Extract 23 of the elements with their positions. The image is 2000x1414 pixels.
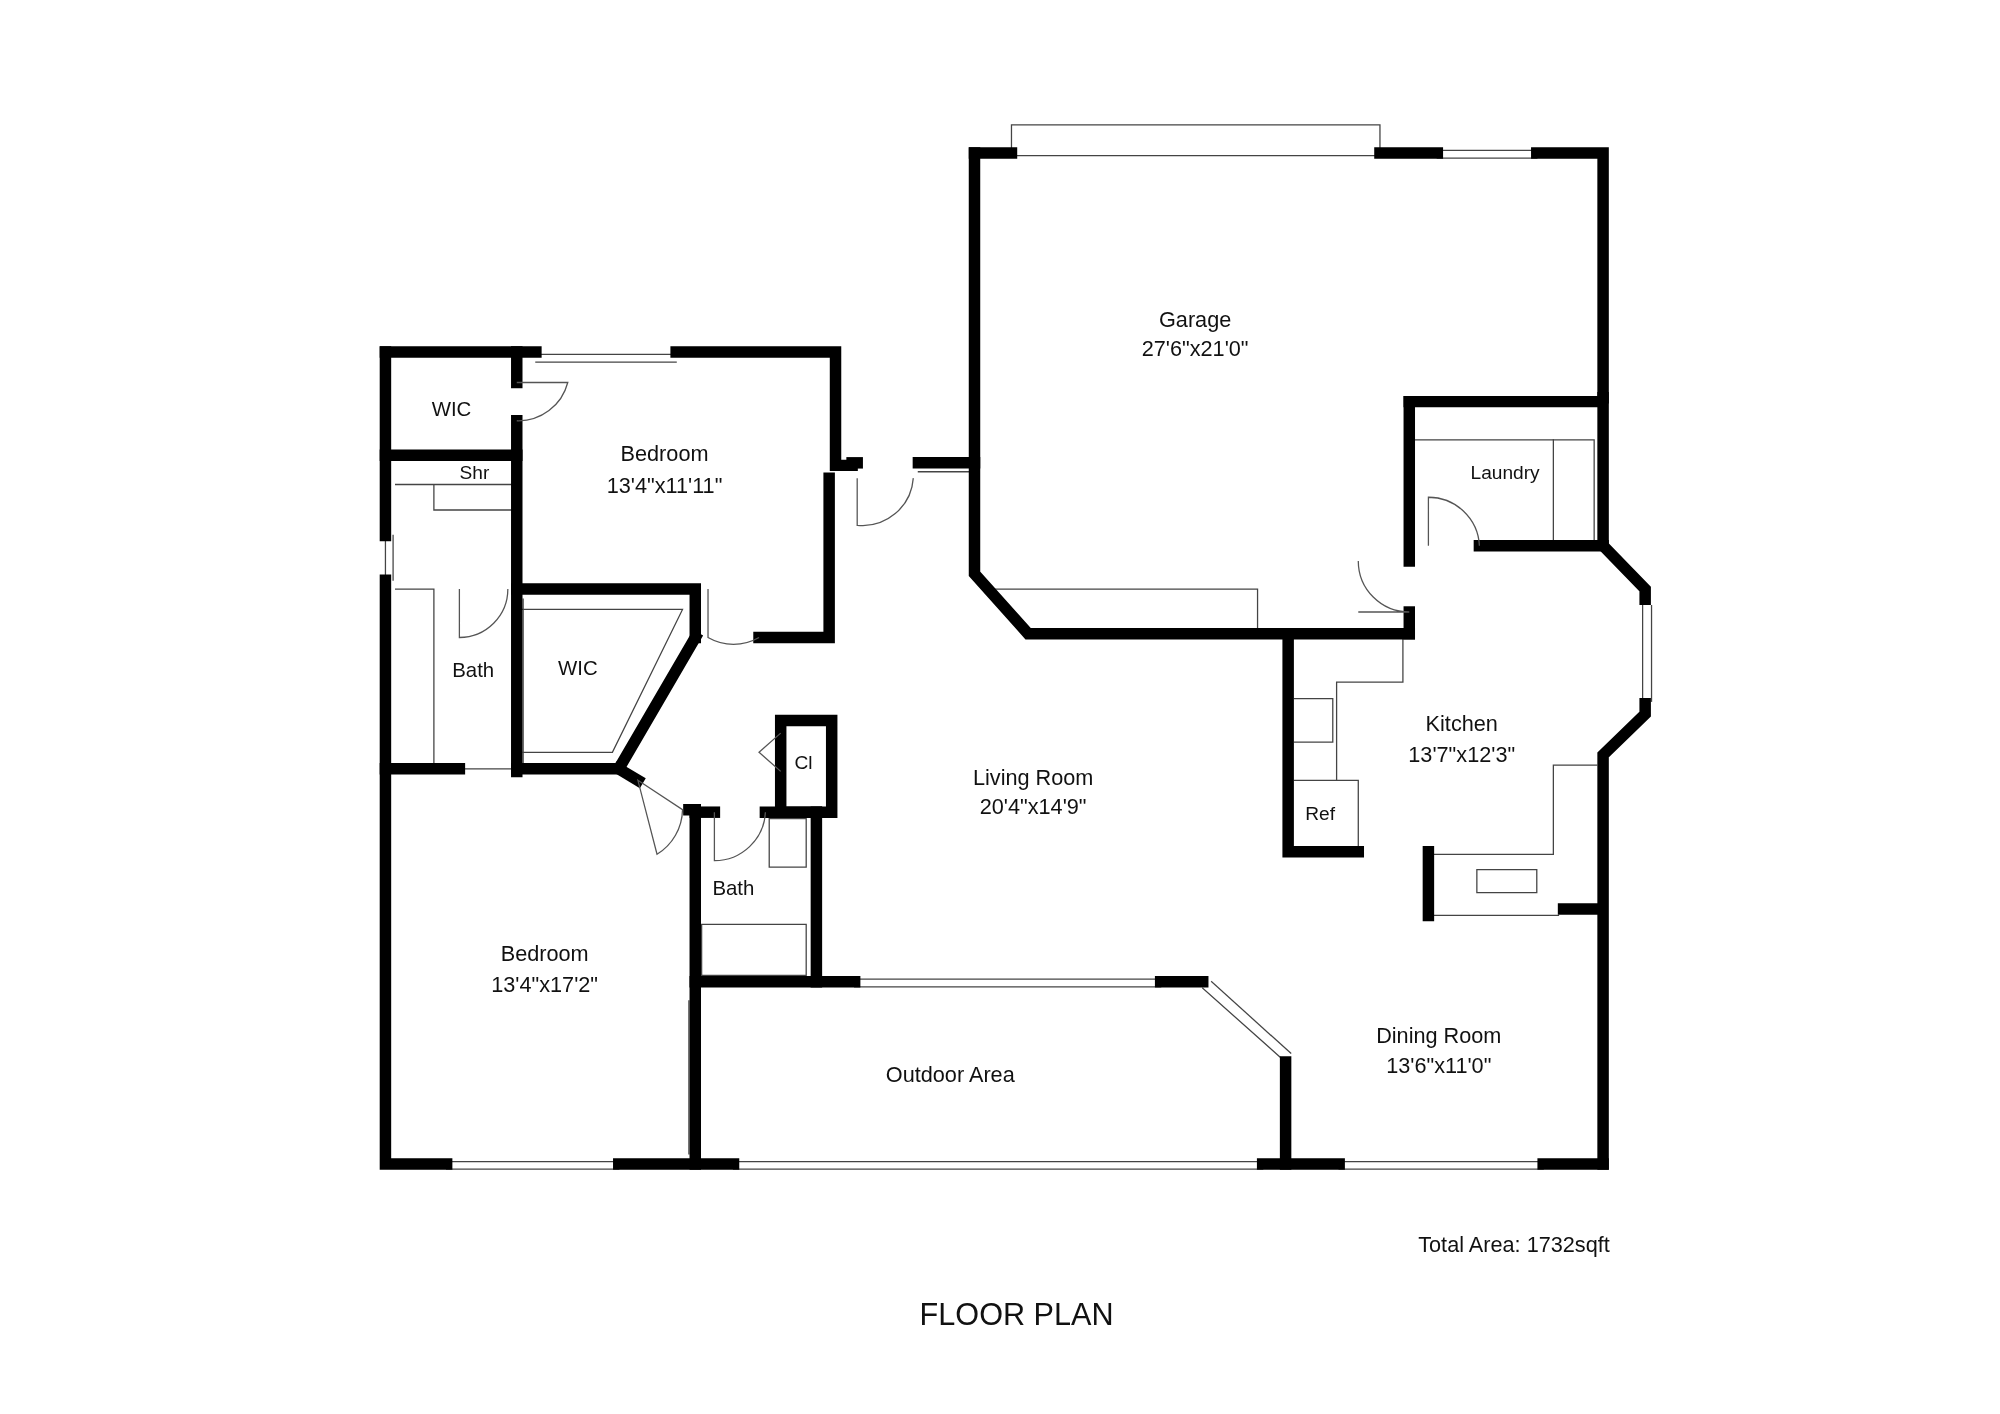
room-label: WIC — [558, 657, 598, 680]
room-label: Kitchen — [1425, 712, 1498, 737]
room-label: Garage — [1159, 308, 1232, 333]
room-label: Laundry — [1470, 462, 1540, 484]
room-dimensions: 27'6"x21'0" — [1141, 337, 1249, 362]
room-label: Outdoor Area — [885, 1063, 1015, 1088]
room-label: Dining Room — [1376, 1023, 1502, 1048]
room-label: Cl — [794, 752, 813, 774]
room-label: Ref — [1305, 803, 1335, 825]
room-dimensions: 13'6"x11'0" — [1386, 1054, 1492, 1079]
room-label: Shr — [459, 462, 490, 484]
room-label: Bath — [712, 876, 755, 899]
room-label: Bath — [452, 658, 495, 681]
room-label: Bedroom — [500, 942, 589, 966]
room-dimensions: 20'4"x14'9" — [979, 795, 1087, 820]
room-label: WIC — [431, 398, 472, 421]
total-area-note: Total Area: 1732sqft — [1418, 1232, 1610, 1257]
plan-caption: FLOOR PLAN — [919, 1298, 1114, 1332]
room-dimensions: 13'4"x17'2" — [491, 972, 599, 997]
room-dimensions: 13'4"x11'11" — [606, 474, 723, 498]
room-label: Bedroom — [620, 442, 709, 466]
room-dimensions: 13'7"x12'3" — [1408, 743, 1516, 767]
room-label: Living Room — [972, 766, 1094, 790]
